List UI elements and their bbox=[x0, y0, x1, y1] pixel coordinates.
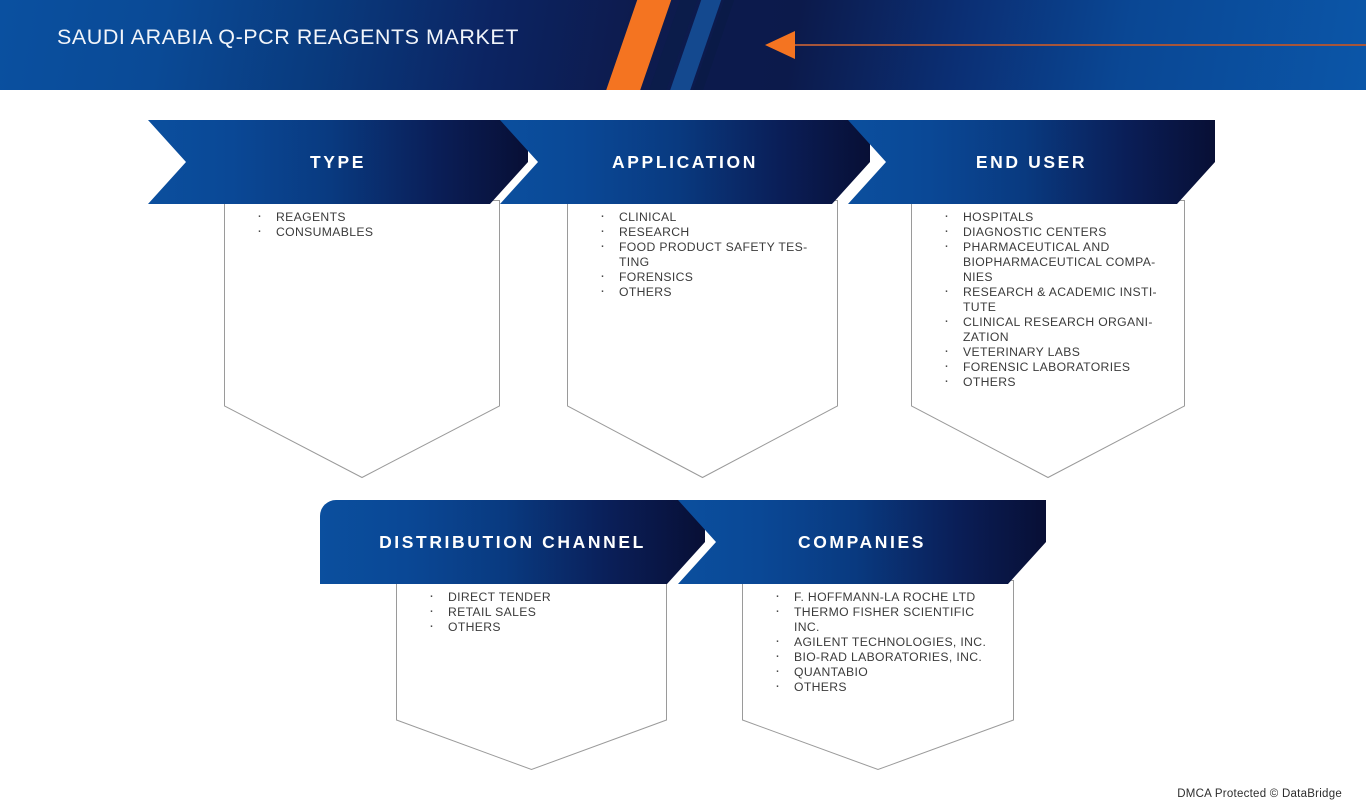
segment-banner-label: TYPE bbox=[309, 151, 367, 172]
left-triangle-arrow-icon bbox=[765, 31, 795, 59]
list-item: FOOD PRODUCT SAFETY TES- TING bbox=[597, 238, 824, 270]
segment-body-end-user: HOSPITALS DIAGNOSTIC CENTERS PHARMACEUTI… bbox=[911, 200, 1185, 482]
banner-shape bbox=[678, 500, 1046, 584]
bullet-list: F. HOFFMANN-LA ROCHE LTD THERMO FISHER S… bbox=[772, 588, 1000, 695]
bullet-list: REAGENTS CONSUMABLES bbox=[254, 208, 486, 240]
list-item: FORENSIC LABORATORIES bbox=[941, 358, 1171, 375]
copyright-footer: DMCA Protected © DataBridge bbox=[1177, 788, 1342, 800]
list-item: OTHERS bbox=[772, 678, 1000, 695]
segment-banner-label: COMPANIES bbox=[797, 531, 927, 552]
list-item: VETERINARY LABS bbox=[941, 343, 1171, 360]
bullet-list: CLINICAL RESEARCH FOOD PRODUCT SAFETY TE… bbox=[597, 208, 824, 300]
segment-banner-type[interactable]: TYPE bbox=[148, 120, 528, 204]
segment-banner-label: APPLICATION bbox=[612, 151, 758, 172]
segment-banner-label: DISTRIBUTION CHANNEL bbox=[379, 531, 646, 552]
list-item: RESEARCH & ACADEMIC INSTI- TUTE bbox=[941, 283, 1171, 315]
list-item: OTHERS bbox=[597, 283, 824, 300]
segment-banner-distribution-channel[interactable]: DISTRIBUTION CHANNEL bbox=[320, 500, 705, 584]
segment-banner-end-user[interactable]: END USER bbox=[848, 120, 1215, 204]
list-item: BIO-RAD LABORATORIES, INC. bbox=[772, 648, 1000, 665]
list-item: HOSPITALS bbox=[941, 208, 1171, 225]
list-item: F. HOFFMANN-LA ROCHE LTD bbox=[772, 588, 1000, 605]
segment-items-type: REAGENTS CONSUMABLES bbox=[224, 200, 500, 240]
segment-items-end-user: HOSPITALS DIAGNOSTIC CENTERS PHARMACEUTI… bbox=[911, 200, 1185, 390]
list-item: OTHERS bbox=[941, 373, 1171, 390]
list-item: RESEARCH bbox=[597, 223, 824, 240]
segment-body-distribution-channel: DIRECT TENDER RETAIL SALES OTHERS bbox=[396, 580, 667, 772]
segment-items-distribution-channel: DIRECT TENDER RETAIL SALES OTHERS bbox=[396, 580, 667, 635]
list-item: CLINICAL bbox=[597, 208, 824, 225]
list-item: THERMO FISHER SCIENTIFIC INC. bbox=[772, 603, 1000, 635]
list-item: DIRECT TENDER bbox=[426, 588, 653, 605]
segment-banner-application[interactable]: APPLICATION bbox=[500, 120, 870, 204]
page-title: SAUDI ARABIA Q-PCR REAGENTS MARKET bbox=[57, 25, 519, 49]
pentagon-outline bbox=[224, 200, 500, 482]
list-item: DIAGNOSTIC CENTERS bbox=[941, 223, 1171, 240]
segment-body-companies: F. HOFFMANN-LA ROCHE LTD THERMO FISHER S… bbox=[742, 580, 1014, 772]
list-item: FORENSICS bbox=[597, 268, 824, 285]
bullet-list: DIRECT TENDER RETAIL SALES OTHERS bbox=[426, 588, 653, 635]
list-item: QUANTABIO bbox=[772, 663, 1000, 680]
list-item: PHARMACEUTICAL AND BIOPHARMACEUTICAL COM… bbox=[941, 238, 1171, 285]
list-item: RETAIL SALES bbox=[426, 603, 653, 620]
list-item: AGILENT TECHNOLOGIES, INC. bbox=[772, 633, 1000, 650]
banner-shape bbox=[500, 120, 870, 204]
segment-body-type: REAGENTS CONSUMABLES bbox=[224, 200, 500, 482]
list-item: CLINICAL RESEARCH ORGANI- ZATION bbox=[941, 313, 1171, 345]
list-item: OTHERS bbox=[426, 618, 653, 635]
banner-shape bbox=[148, 120, 528, 204]
list-item: REAGENTS bbox=[254, 208, 486, 225]
segment-banner-companies[interactable]: COMPANIES bbox=[678, 500, 1046, 584]
segment-body-application: CLINICAL RESEARCH FOOD PRODUCT SAFETY TE… bbox=[567, 200, 838, 482]
segment-items-application: CLINICAL RESEARCH FOOD PRODUCT SAFETY TE… bbox=[567, 200, 838, 300]
list-item: CONSUMABLES bbox=[254, 223, 486, 240]
segment-banner-label: END USER bbox=[975, 151, 1088, 172]
bullet-list: HOSPITALS DIAGNOSTIC CENTERS PHARMACEUTI… bbox=[941, 208, 1171, 390]
banner-shape bbox=[848, 120, 1215, 204]
segment-items-companies: F. HOFFMANN-LA ROCHE LTD THERMO FISHER S… bbox=[742, 580, 1014, 695]
banner-shape bbox=[320, 500, 705, 584]
page-header: SAUDI ARABIA Q-PCR REAGENTS MARKET bbox=[0, 0, 1366, 90]
header-rule-line bbox=[795, 44, 1366, 46]
